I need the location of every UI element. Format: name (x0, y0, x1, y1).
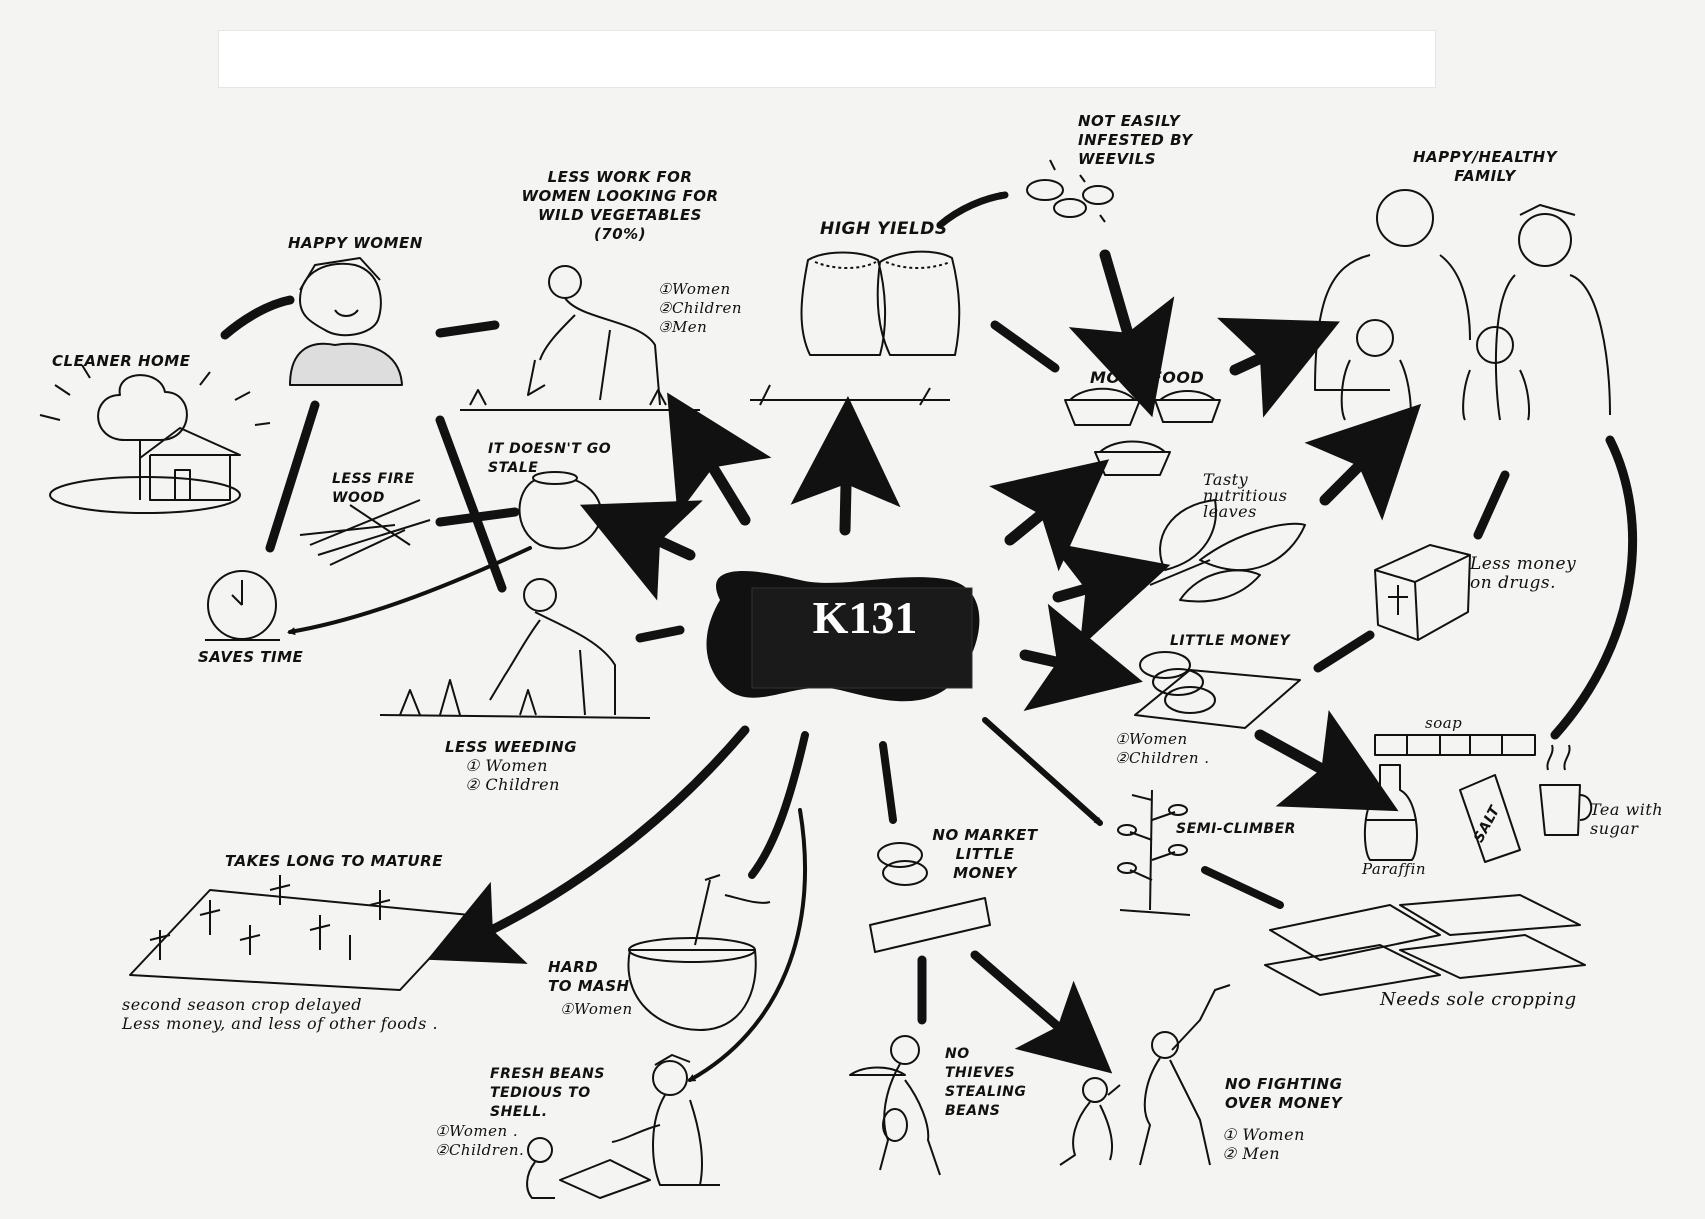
arrow-center-to-takeslong (427, 725, 750, 964)
arrow-highyields-to-morefood (990, 320, 1060, 373)
label-cleaner-home: CLEANER HOME (52, 352, 191, 370)
house-tree-illustration (39, 364, 271, 514)
label-less-money-drugs: Less money on drugs. (1470, 554, 1577, 593)
small-money-illustration (869, 842, 991, 953)
happy-family-illustration (1314, 189, 1611, 421)
food-bowls-illustration (1064, 387, 1221, 476)
leaves-illustration (1149, 499, 1306, 603)
money-illustration (1134, 651, 1301, 729)
household-goods-illustration (1363, 734, 1593, 863)
k131-bean (706, 571, 980, 702)
woman-gathering-illustration (460, 265, 700, 411)
arrow-nomarket-to-nofighting (970, 950, 1113, 1074)
label-hard-to-mash-who: ①Women (560, 1000, 633, 1018)
arrow-center-to-morefood (989, 459, 1110, 572)
arrow-center-to-lesswork (667, 392, 772, 526)
crop-field-illustration (129, 875, 471, 991)
arrow-center-to-stale (579, 500, 703, 601)
firewood-illustration (299, 499, 431, 566)
sole-cropping-illustration (1264, 894, 1586, 996)
weeding-woman-illustration (379, 578, 651, 719)
arrow-center-to-mash (748, 731, 809, 879)
label-second-season: second season crop delayed Less money, a… (122, 995, 439, 1033)
clock-illustration (205, 570, 280, 641)
diagram-arrows (220, 191, 1638, 1082)
arrow-center-to-littlemoney (1019, 603, 1143, 712)
label-more-food: MORE FOOD (1090, 368, 1205, 387)
label-less-firewood: LESS FIRE WOOD (332, 471, 415, 506)
no-fighting-illustration (1059, 984, 1231, 1166)
label-soap: soap (1425, 714, 1463, 732)
arrow-semiclimber-to-solecrop (1201, 866, 1284, 909)
arrow-center-to-nomarket (879, 741, 897, 824)
child-with-bowl-illustration (849, 1035, 941, 1176)
arrow-infested-to-morefood (1068, 249, 1175, 418)
label-doesnt-go-stale: IT DOESN'T GO STALE (488, 441, 612, 476)
label-semi-climber: SEMI-CLIMBER (1176, 821, 1296, 837)
arrow-savestime-to-happywomen (265, 400, 320, 553)
arrow-center-to-weeding (635, 625, 685, 643)
label-fresh-beans-who: ①Women . ②Children. (435, 1122, 525, 1159)
arrow-lesswork-to-happywomen (435, 320, 500, 338)
label-paraffin: Paraffin (1362, 860, 1427, 878)
arrow-drugs-to-littlemoney (1313, 630, 1375, 673)
label-less-work-who: ①Women ②Children ③Men (658, 280, 742, 336)
label-less-weeding-who: ① Women ② Children (465, 756, 560, 794)
label-little-money-who: ①Women ②Children . (1115, 730, 1210, 767)
label-tasty-leaves: Tasty nutritious leaves (1203, 470, 1288, 521)
label-fresh-beans: FRESH BEANS TEDIOUS TO SHELL. (490, 1066, 605, 1120)
label-no-fighting-who: ① Women ② Men (1222, 1125, 1305, 1163)
arrow-family-to-drugs (1473, 470, 1510, 540)
grain-sacks-illustration (750, 250, 961, 406)
clay-pot-illustration (518, 471, 603, 550)
weevil-beans-illustration (1026, 159, 1114, 223)
label-happy-family: HAPPY/HEALTHY FAMILY (1412, 148, 1558, 185)
arrow-weeding-to-happywomen (435, 415, 507, 593)
label-hard-to-mash: HARD TO MASH (548, 958, 630, 995)
semi-climber-illustration (1117, 789, 1191, 916)
arrow-highyields-to-infested (936, 191, 1009, 229)
label-takes-long: TAKES LONG TO MATURE (225, 852, 443, 870)
label-needs-sole-cropping: Needs sole cropping (1380, 989, 1577, 1010)
arrow-morefood-to-family (1217, 317, 1340, 418)
label-less-work: LESS WORK FOR WOMEN LOOKING FOR WILD VEG… (521, 168, 719, 243)
label-tea-with-sugar: Tea with sugar (1590, 800, 1664, 838)
label-little-money: LITTLE MONEY (1170, 633, 1291, 649)
arrow-goods-to-family (1550, 435, 1638, 740)
header-banner (218, 30, 1436, 88)
happy-woman-illustration (289, 257, 403, 386)
label-no-thieves: NO THIEVES STEALING BEANS (945, 1046, 1027, 1119)
label-high-yields: HIGH YIELDS (820, 219, 948, 239)
medicine-box-illustration (1374, 544, 1471, 641)
arrow-happywomen-to-cleanerhome (220, 295, 295, 340)
arrow-center-to-semiclimber (982, 717, 1103, 826)
label-not-infested: NOT EASILY INFESTED BY WEEVILS (1078, 112, 1193, 168)
arrow-littlemoney-to-goods (1254, 710, 1399, 812)
label-happy-women: HAPPY WOMEN (288, 234, 423, 252)
arrow-center-to-highyields (790, 396, 901, 536)
arrow-center-to-freshbeans (687, 808, 808, 1082)
center-label: K131 (812, 592, 918, 643)
label-saves-time: SAVES TIME (198, 648, 304, 666)
arrow-leaves-to-family (1304, 403, 1422, 521)
label-less-weeding: LESS WEEDING (445, 738, 578, 756)
label-no-fighting: NO FIGHTING OVER MONEY (1225, 1075, 1343, 1112)
arrow-stale-to-savestime (287, 546, 532, 636)
shelling-beans-illustration (526, 1054, 720, 1199)
mortar-pestle-illustration (627, 874, 771, 1031)
arrow-center-to-leaves (1049, 542, 1171, 649)
label-no-market: NO MARKET LITTLE MONEY (932, 826, 1038, 882)
